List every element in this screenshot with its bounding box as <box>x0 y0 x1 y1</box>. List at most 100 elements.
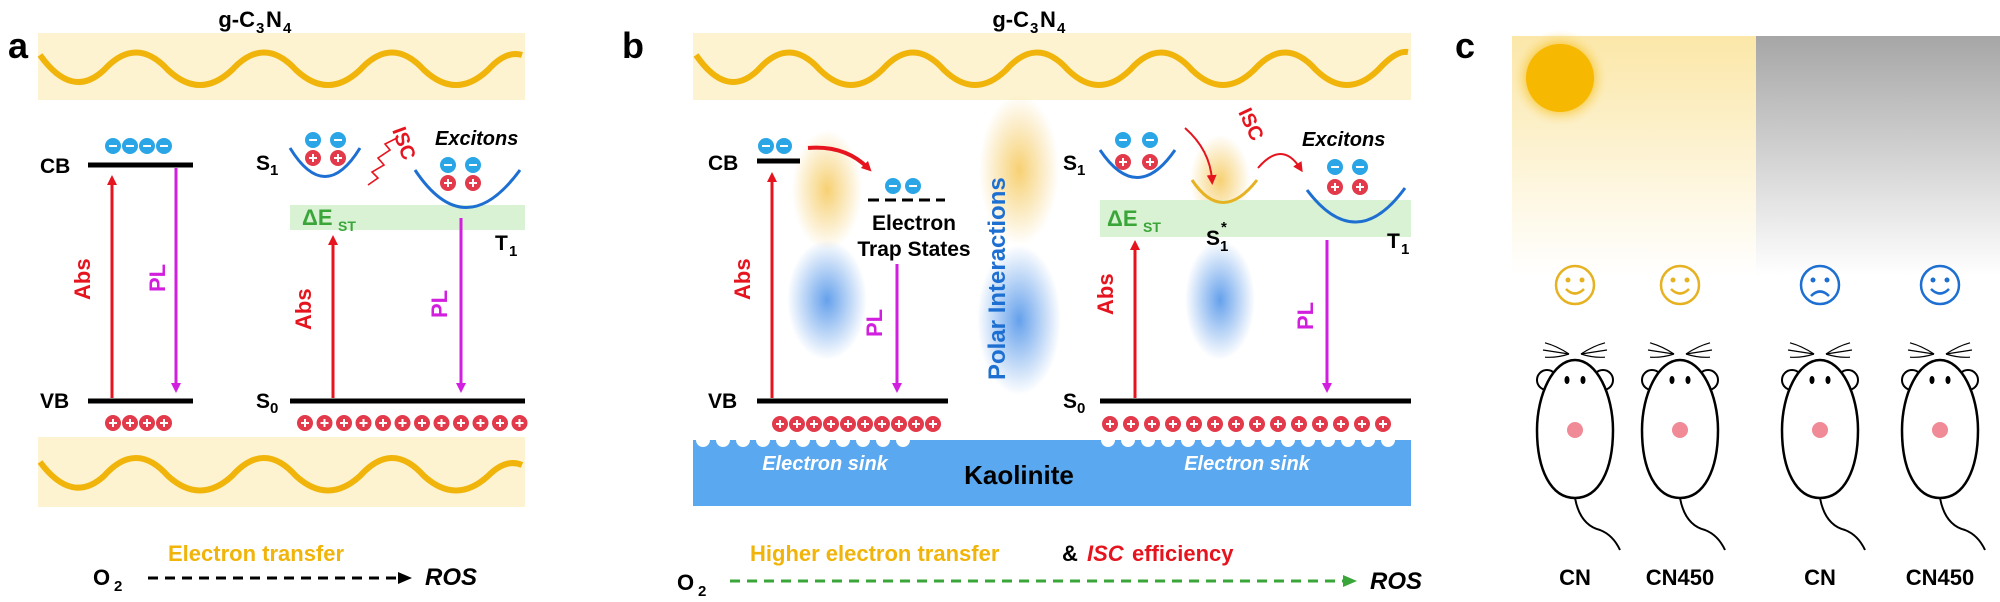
s1-star-sub: 1 <box>1220 238 1228 255</box>
hole-charge <box>1207 416 1223 432</box>
isc-efficiency-isc: ISC <box>1087 541 1125 566</box>
panel-a-charges <box>105 132 528 431</box>
hole-charge <box>316 415 333 431</box>
hole-charge <box>1327 179 1343 195</box>
electron-charge <box>1115 132 1131 148</box>
electron-charge <box>465 157 481 173</box>
excitons-label: Excitons <box>435 128 518 150</box>
mouse-illustration <box>1900 342 1986 551</box>
electron-sink-left: Electron sink <box>762 453 888 475</box>
hole-charge <box>925 416 941 432</box>
hole-charge <box>789 416 805 432</box>
isc-label: ISC <box>387 124 419 163</box>
hole-charge <box>375 415 391 431</box>
sink-bump <box>836 440 850 447</box>
excitons-label-b: Excitons <box>1302 129 1385 151</box>
electron-charge <box>1327 159 1343 175</box>
hole-charge <box>806 416 822 432</box>
s1-label-b: S <box>1063 152 1077 175</box>
s1-star-curve <box>1190 179 1259 204</box>
sink-bump <box>1301 440 1315 447</box>
t1-label: T <box>495 232 508 255</box>
mouse-group-label: CN450 <box>1906 565 1974 590</box>
mouse-illustration <box>1780 342 1866 551</box>
abs-label-right: Abs <box>291 288 316 330</box>
electron-charge <box>156 138 172 154</box>
s1-sub: 1 <box>270 162 278 179</box>
electron-charge <box>122 138 138 154</box>
hole-charge <box>1375 416 1391 432</box>
isc-label-b: ISC <box>1233 105 1267 145</box>
vb-label: VB <box>40 390 69 413</box>
kaolinite-slab <box>693 440 1411 506</box>
s1-label: S <box>256 152 270 175</box>
panel-a-material-n: N <box>266 7 282 32</box>
hole-charge <box>139 415 155 431</box>
sink-bump <box>1201 440 1215 447</box>
panel-a-letter: a <box>8 25 29 66</box>
vb-label-b: VB <box>708 390 737 413</box>
mice-illustrations <box>1535 342 1986 551</box>
sink-bump <box>896 440 910 447</box>
t1-curve-b <box>1305 187 1407 224</box>
hole-charge <box>336 415 352 431</box>
transfer-label: Electron transfer <box>168 541 344 566</box>
electron-charge <box>776 138 792 154</box>
hole-charge <box>297 415 313 431</box>
sink-bump <box>1341 440 1355 447</box>
hole-charge <box>772 416 788 432</box>
t1-sub: 1 <box>509 243 517 260</box>
electron-charge <box>905 178 921 194</box>
sink-bump <box>1141 440 1155 447</box>
gc3n4-top-wave <box>37 49 523 88</box>
panel-a-material-sub4: 4 <box>283 20 292 37</box>
panel-b-charges <box>758 132 1391 432</box>
abs-label-b-right: Abs <box>1093 273 1118 315</box>
hole-charge <box>908 416 924 432</box>
hole-charge <box>433 415 450 431</box>
hole-charge <box>305 150 321 166</box>
happy-face-icon <box>1919 264 1961 306</box>
mouse-group-label: CN450 <box>1646 565 1714 590</box>
gc3n4-top-wave-b <box>693 48 1409 88</box>
sink-bump <box>1241 440 1255 447</box>
panel-b-material-sub3: 3 <box>1030 20 1038 37</box>
gc3n4-top-band <box>38 33 525 100</box>
hole-charge <box>492 415 508 431</box>
panel-b-material-n: N <box>1040 7 1056 32</box>
sink-bump <box>856 440 870 447</box>
sink-bump <box>816 440 830 447</box>
hole-charge <box>1115 154 1131 170</box>
blue-glow-center <box>977 245 1061 395</box>
panel-b: b g-C 3 N 4 Polar Interactions CB Electr… <box>622 7 1422 600</box>
sink-bump <box>1281 440 1295 447</box>
hole-charge <box>857 416 873 432</box>
cb-label: CB <box>40 155 70 178</box>
panel-a: a g-C 3 N 4 CB VB Abs PL S 0 ΔE ST S 1 T… <box>8 7 528 595</box>
pl-label-right: PL <box>427 290 452 318</box>
sink-bump <box>796 440 810 447</box>
hole-charge <box>1354 416 1370 432</box>
mood-faces <box>1554 264 1961 306</box>
delta-est-sub-b: ST <box>1143 219 1161 235</box>
hole-charge <box>1352 179 1368 195</box>
pl-label-b-right: PL <box>1293 302 1318 330</box>
cb-label-b: CB <box>708 152 738 175</box>
electron-charge <box>1142 132 1158 148</box>
sink-bump <box>696 440 710 447</box>
mouse-illustration <box>1535 342 1621 551</box>
s1-star-label: S <box>1206 227 1220 250</box>
abs-label-b: Abs <box>730 258 755 300</box>
trap-transfer-arrow <box>807 145 872 172</box>
sink-bump <box>1161 440 1175 447</box>
mouse-illustration <box>1640 342 1726 551</box>
abs-label: Abs <box>70 258 95 300</box>
isc-efficiency-word: efficiency <box>1132 541 1234 566</box>
gc3n4-top-band-b <box>693 33 1411 100</box>
blue-glow-left <box>787 240 867 360</box>
hole-charge <box>1333 416 1349 432</box>
ros-label-b: ROS <box>1370 568 1422 595</box>
